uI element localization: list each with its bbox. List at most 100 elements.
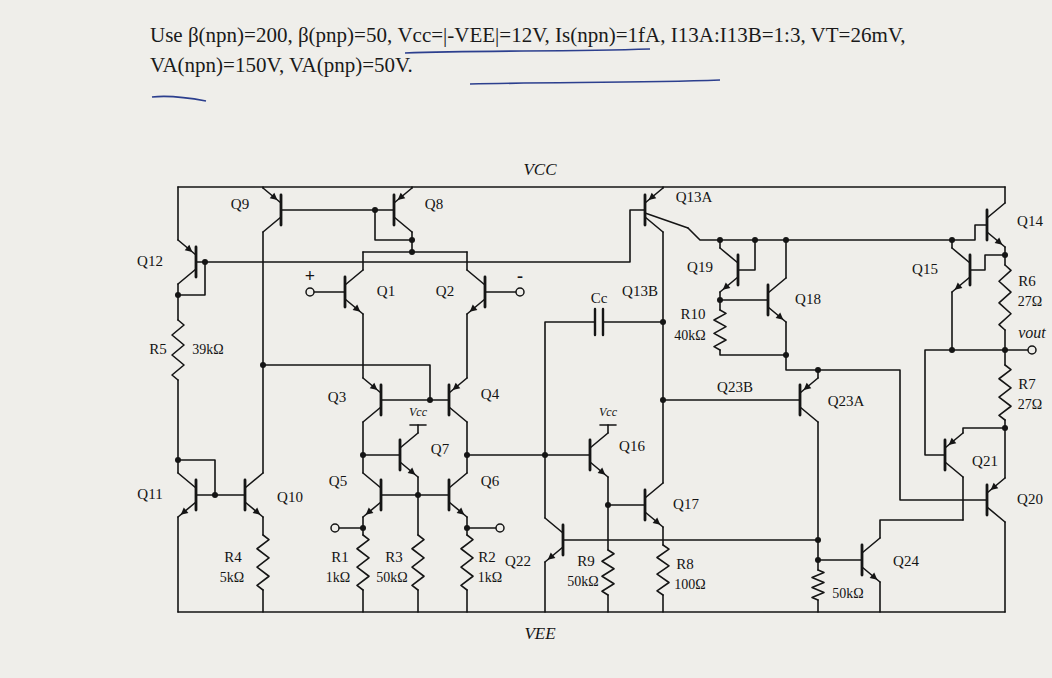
emitter-arrow xyxy=(370,383,378,390)
wire xyxy=(466,314,468,378)
junction-dot xyxy=(815,557,821,563)
wire xyxy=(880,520,963,538)
base-bar xyxy=(380,385,383,415)
junction-dots xyxy=(175,207,1008,563)
emitter-arrow xyxy=(653,518,661,525)
junction-dot xyxy=(175,457,181,463)
junction-dot xyxy=(212,492,218,498)
terminal-circle xyxy=(1028,346,1036,354)
junction-dot xyxy=(175,292,181,298)
npn-transistor xyxy=(862,538,880,582)
terminal-circle xyxy=(516,288,524,296)
wire xyxy=(738,240,755,270)
wire xyxy=(339,527,363,529)
wire xyxy=(177,284,179,320)
junction-dot xyxy=(949,237,955,243)
transistor-lead xyxy=(862,538,880,553)
transistor-lead xyxy=(449,502,467,517)
npn-transistor xyxy=(590,433,608,477)
base-bar xyxy=(244,480,247,510)
resistor-name: R2 xyxy=(478,549,496,566)
emitter-arrow xyxy=(776,313,784,320)
transistor-lead xyxy=(862,567,880,582)
base-bar xyxy=(448,480,451,510)
resistor-zigzag xyxy=(257,535,269,590)
resistor-zigzag xyxy=(357,535,369,590)
transistor-lead xyxy=(449,407,467,422)
emitter-arrow xyxy=(548,553,556,560)
emitter-arrow xyxy=(470,305,478,312)
transistor-name: Q13B xyxy=(622,283,658,300)
rail-name: VEE xyxy=(524,624,555,644)
emitter-arrow xyxy=(253,508,261,515)
wire xyxy=(663,399,800,401)
junction-dot xyxy=(464,525,470,531)
wire xyxy=(467,527,496,529)
wire xyxy=(607,477,609,505)
transistor-name: Q11 xyxy=(137,486,162,503)
capacitor-name: Cc xyxy=(591,290,608,307)
transistor-name: Q9 xyxy=(231,196,249,213)
resistor-name: R8 xyxy=(676,556,694,573)
resistor-symbol xyxy=(257,535,269,590)
pnp-transistor xyxy=(394,188,412,232)
transistor-lead xyxy=(245,502,263,517)
transistor-name: Q23A xyxy=(828,393,865,410)
transistor-lead xyxy=(952,277,970,292)
transistor-lead xyxy=(467,299,485,314)
junction-dot xyxy=(260,362,266,368)
emitter-arrow xyxy=(804,383,812,390)
base-bar xyxy=(380,480,383,510)
resistor-name: R1 xyxy=(331,549,349,566)
wire xyxy=(467,454,590,456)
wire xyxy=(688,225,987,240)
capacitor-plate xyxy=(594,309,596,335)
transistor-lead xyxy=(945,433,963,448)
wire xyxy=(1005,349,1028,351)
pen-tick xyxy=(152,96,206,101)
resistor-name: R4 xyxy=(224,549,242,566)
resistor-name: R5 xyxy=(149,341,167,358)
emitter-arrow xyxy=(353,305,361,312)
npn-transistor xyxy=(345,270,363,314)
transistor-name: Q10 xyxy=(277,489,303,506)
junction-dot xyxy=(660,397,666,403)
transistor-name: Q14 xyxy=(1017,213,1043,230)
terminal-circle xyxy=(306,288,314,296)
resistor-value: 27Ω xyxy=(1018,294,1042,310)
npn-transistor xyxy=(178,473,196,517)
transistor-lead xyxy=(467,270,485,285)
wire xyxy=(785,240,787,278)
resistor-symbol xyxy=(357,535,369,590)
junction-dot xyxy=(542,452,548,458)
base-bar xyxy=(799,385,802,415)
transistor-name: Q7 xyxy=(431,441,449,458)
wire xyxy=(545,322,595,455)
junction-dot xyxy=(815,537,821,543)
wire xyxy=(417,425,419,433)
terminal-circle xyxy=(331,524,339,532)
junction-dot xyxy=(783,352,789,358)
transistor-name: Q2 xyxy=(436,283,454,300)
capacitor-plate xyxy=(602,309,604,335)
base-bar xyxy=(861,545,864,575)
base-bar xyxy=(399,440,402,470)
npn-transistor xyxy=(467,270,485,314)
junction-dot xyxy=(752,237,758,243)
resistor-value: 39kΩ xyxy=(192,342,223,358)
junction-dot xyxy=(360,452,366,458)
transistor-lead xyxy=(400,433,418,448)
junction-dot xyxy=(415,492,421,498)
wire xyxy=(362,422,364,473)
wire xyxy=(205,210,645,262)
transistor-name: Q17 xyxy=(673,496,699,513)
terminal-circle xyxy=(496,524,504,532)
pnp-transistor xyxy=(363,378,381,422)
transistor-lead xyxy=(245,473,263,488)
junction-dot xyxy=(783,237,789,243)
emitter-arrow xyxy=(398,193,406,200)
wire xyxy=(1004,187,1006,203)
wire xyxy=(970,255,1005,270)
junction-dot xyxy=(360,525,366,531)
